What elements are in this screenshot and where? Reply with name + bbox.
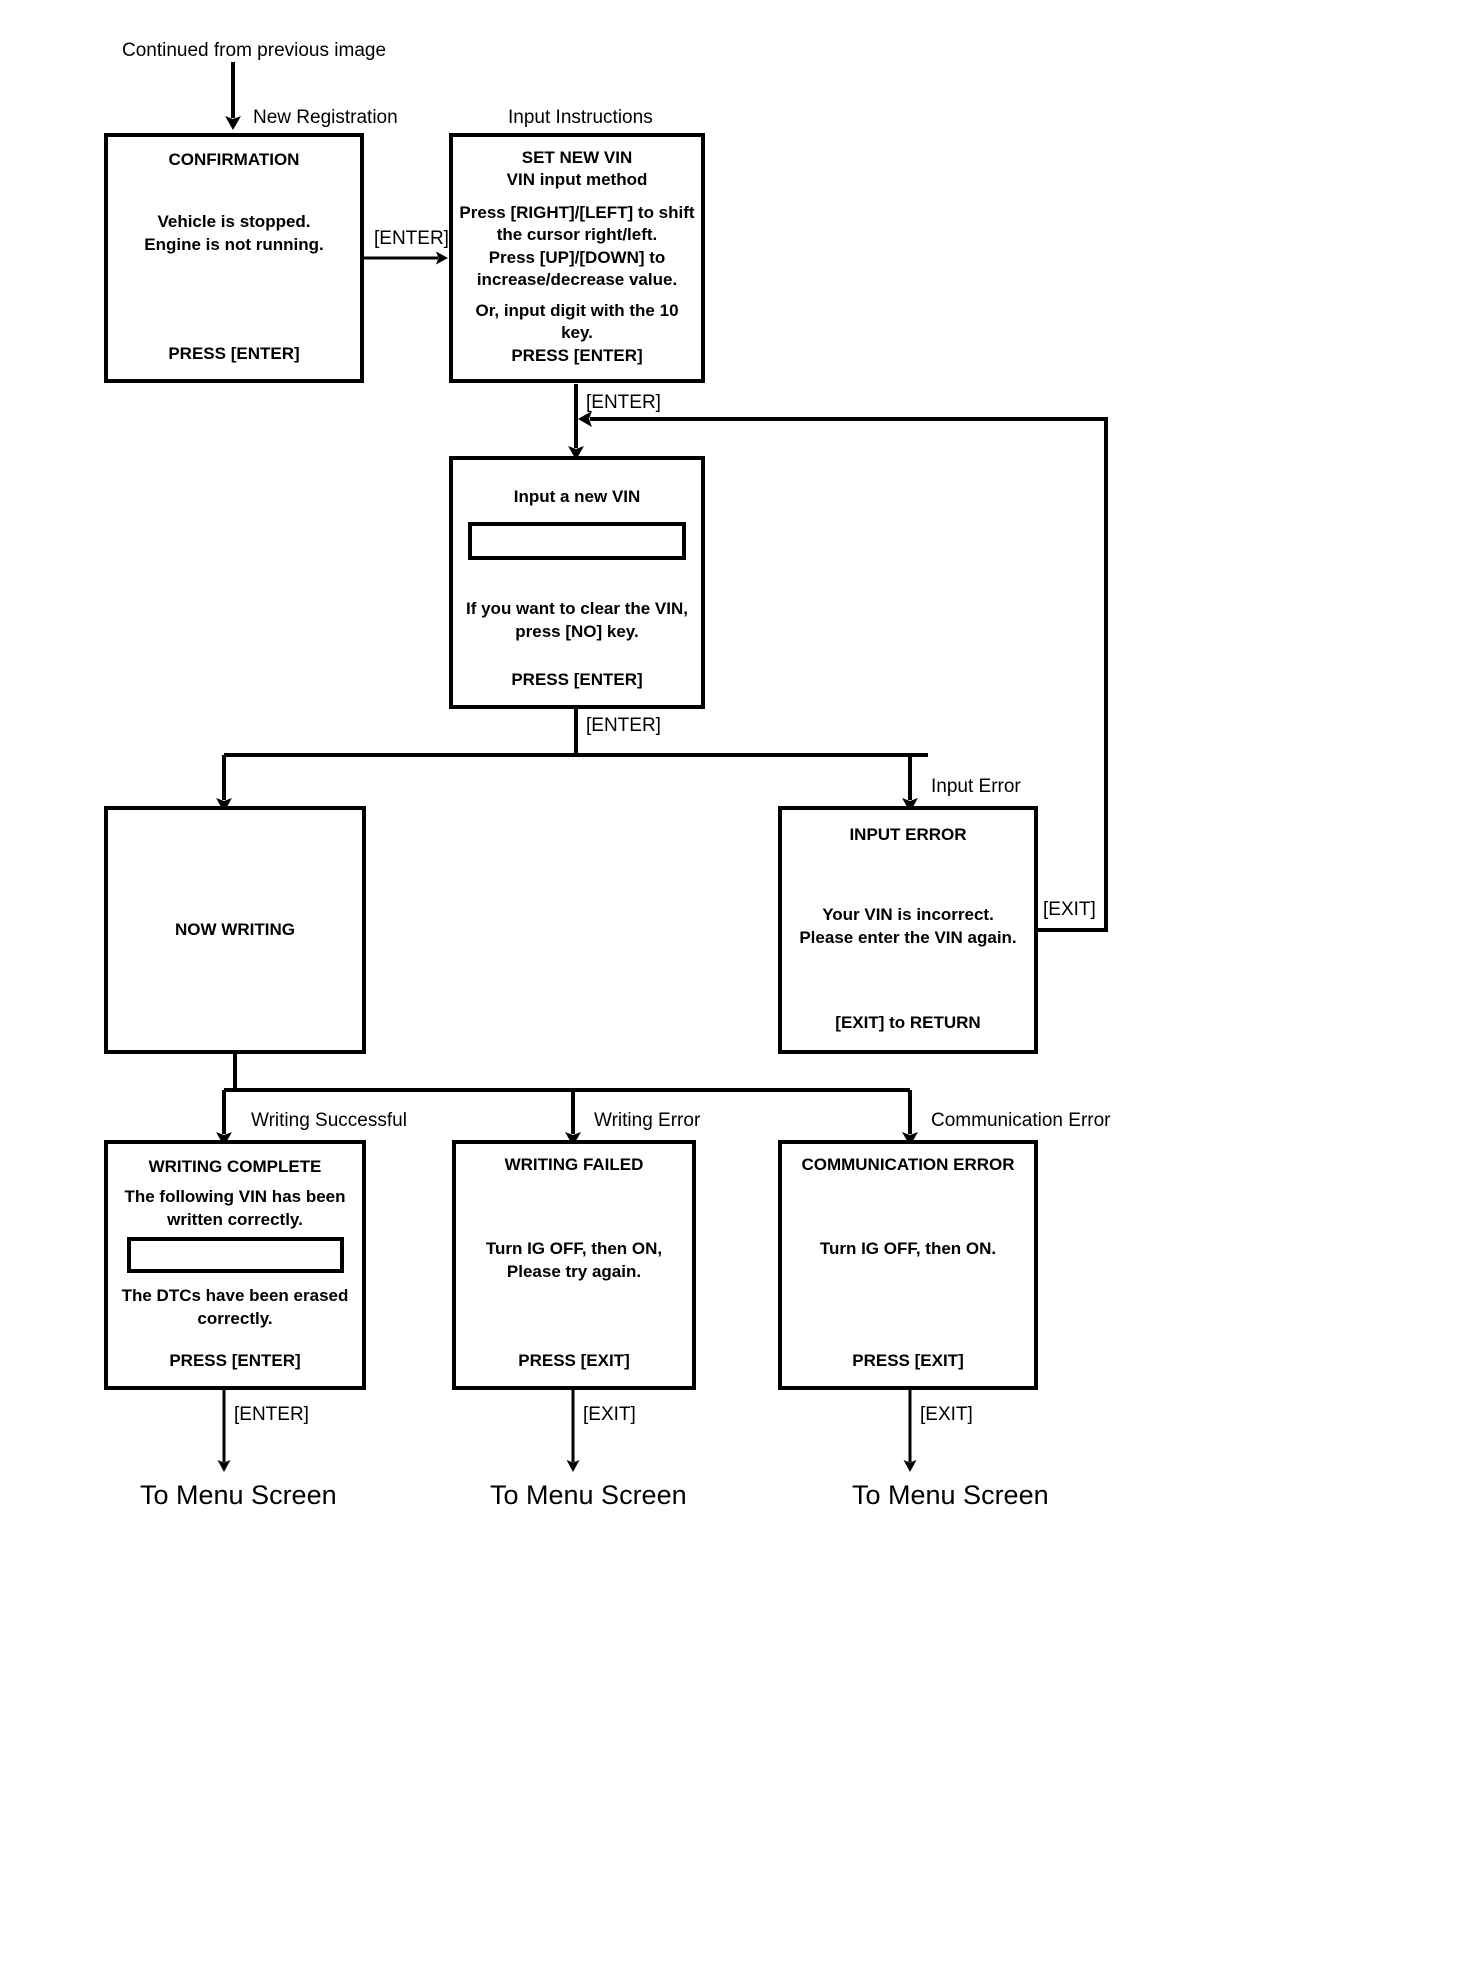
input-error-header: INPUT ERROR bbox=[849, 825, 967, 844]
node-input-error[interactable]: INPUT ERROR Your VIN is incorrect. Pleas… bbox=[778, 806, 1038, 1054]
set-new-vin-body-line-1: Press [RIGHT]/[LEFT] to shift bbox=[459, 203, 695, 223]
writing-failed-body-line-1: Turn IG OFF, then ON, bbox=[485, 1239, 663, 1259]
set-new-vin-body-line-3: Press [UP]/[DOWN] to bbox=[488, 247, 666, 267]
input-a-new-vin-body-line-1: If you want to clear the VIN, bbox=[466, 599, 688, 619]
edge-label-communication-error: Communication Error bbox=[931, 1110, 1111, 1131]
set-new-vin-body-2: Or, input digit with the 10 key. bbox=[475, 300, 679, 343]
node-communication-error[interactable]: COMMUNICATION ERROR Turn IG OFF, then ON… bbox=[778, 1140, 1038, 1390]
input-a-new-vin-body-line-2: press [NO] key. bbox=[515, 621, 639, 641]
edge-label-enter-3: [ENTER] bbox=[586, 715, 661, 736]
node-input-a-new-vin[interactable]: Input a new VIN If you want to clear the… bbox=[449, 456, 705, 709]
edge-label-exit-out-2: [EXIT] bbox=[920, 1404, 973, 1425]
terminal-to-menu-screen-3: To Menu Screen bbox=[852, 1480, 1049, 1510]
edge-label-enter-2: [ENTER] bbox=[586, 392, 661, 413]
communication-error-footer: PRESS [EXIT] bbox=[852, 1350, 964, 1370]
confirmation-header: CONFIRMATION bbox=[168, 150, 300, 169]
set-new-vin-header-line-1: SET NEW VIN bbox=[521, 148, 633, 167]
input-error-body-line-2: Please enter the VIN again. bbox=[799, 927, 1017, 947]
label-continued-from-previous: Continued from previous image bbox=[122, 40, 387, 61]
writing-complete-body2-line-2: correctly. bbox=[197, 1308, 273, 1328]
set-new-vin-footer: PRESS [ENTER] bbox=[511, 345, 643, 365]
set-new-vin-body-line-4: increase/decrease value. bbox=[476, 270, 678, 290]
terminal-to-menu-screen-1: To Menu Screen bbox=[140, 1480, 337, 1510]
communication-error-body-line-1: Turn IG OFF, then ON. bbox=[819, 1239, 997, 1259]
writing-complete-body-line-1: The following VIN has been bbox=[124, 1187, 346, 1207]
confirmation-body-line-2: Engine is not running. bbox=[144, 234, 324, 254]
writing-failed-header: WRITING FAILED bbox=[504, 1155, 644, 1174]
input-a-new-vin-footer: PRESS [ENTER] bbox=[511, 669, 643, 689]
set-new-vin-header-line-2: VIN input method bbox=[506, 170, 648, 190]
terminal-to-menu-screen-2: To Menu Screen bbox=[490, 1480, 687, 1510]
writing-complete-header: WRITING COMPLETE bbox=[148, 1157, 322, 1176]
confirmation-footer: PRESS [ENTER] bbox=[168, 343, 300, 363]
writing-failed-footer: PRESS [EXIT] bbox=[518, 1350, 630, 1370]
communication-error-header: COMMUNICATION ERROR bbox=[801, 1155, 1015, 1174]
written-vin-field bbox=[126, 1237, 344, 1274]
edge-label-writing-successful: Writing Successful bbox=[251, 1110, 407, 1131]
writing-complete-body2-line-1: The DTCs have been erased bbox=[121, 1286, 349, 1306]
input-error-body-line-1: Your VIN is incorrect. bbox=[822, 905, 994, 925]
set-new-vin-body-line-2: the cursor right/left. bbox=[496, 225, 658, 245]
input-error-footer: [EXIT] to RETURN bbox=[835, 1012, 981, 1032]
edge-label-enter-out: [ENTER] bbox=[234, 1404, 309, 1425]
input-a-new-vin-header: Input a new VIN bbox=[513, 487, 641, 506]
edge-label-exit-out-1: [EXIT] bbox=[583, 1404, 636, 1425]
vin-input-field[interactable] bbox=[468, 522, 686, 561]
edge-label-input-error: Input Error bbox=[931, 776, 1021, 797]
edge-label-new-registration: New Registration bbox=[253, 107, 398, 128]
edge-label-exit-return: [EXIT] bbox=[1043, 899, 1096, 920]
edge-label-enter-1: [ENTER] bbox=[374, 228, 449, 249]
node-confirmation[interactable]: CONFIRMATION Vehicle is stopped. Engine … bbox=[104, 133, 364, 383]
node-writing-failed[interactable]: WRITING FAILED Turn IG OFF, then ON, Ple… bbox=[452, 1140, 696, 1390]
edge-label-input-instructions: Input Instructions bbox=[508, 107, 653, 128]
writing-complete-footer: PRESS [ENTER] bbox=[169, 1350, 301, 1370]
node-writing-complete[interactable]: WRITING COMPLETE The following VIN has b… bbox=[104, 1140, 366, 1390]
edge-label-writing-error: Writing Error bbox=[594, 1110, 701, 1131]
writing-failed-body-line-2: Please try again. bbox=[506, 1261, 642, 1281]
confirmation-body-line-1: Vehicle is stopped. bbox=[157, 212, 311, 232]
writing-complete-body-line-2: written correctly. bbox=[167, 1209, 303, 1229]
node-now-writing[interactable]: NOW WRITING bbox=[104, 806, 366, 1054]
now-writing-header: NOW WRITING bbox=[175, 919, 295, 939]
node-set-new-vin[interactable]: SET NEW VIN VIN input method Press [RIGH… bbox=[449, 133, 705, 383]
